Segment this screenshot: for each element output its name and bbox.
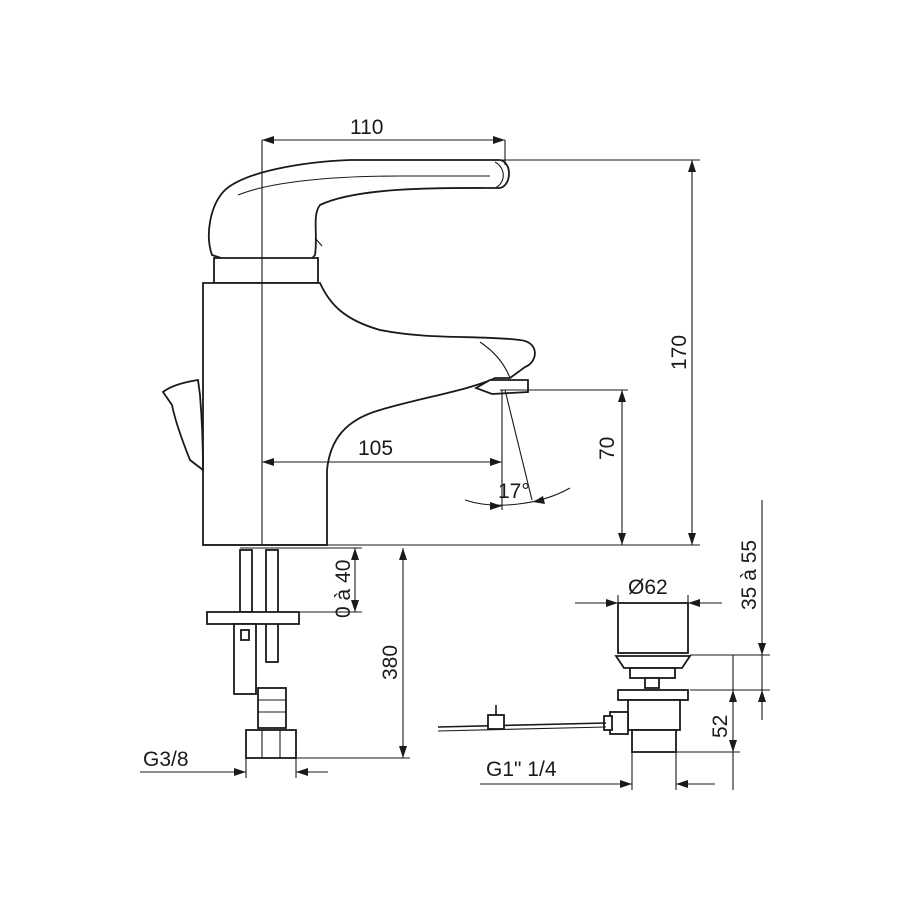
fixing-plate <box>206 611 300 625</box>
waste-body <box>627 699 681 731</box>
dimension-labels: 110 170 105 70 17° 0 à 40 380 G3/8 Ø62 3… <box>143 116 761 781</box>
popup-rod <box>437 722 607 728</box>
supply-tube <box>265 549 279 663</box>
dim-17-degree-label: 17° <box>498 480 530 503</box>
supply-fixing <box>206 549 300 759</box>
lever-handle <box>208 159 510 270</box>
popup-waste <box>437 602 692 753</box>
dim-110-label: 110 <box>350 116 383 139</box>
waste-plug-cap <box>617 602 689 654</box>
popup-lever <box>161 378 204 472</box>
dim-g38-label: G3/8 <box>143 748 189 771</box>
dim-70-label: 70 <box>596 437 619 460</box>
faucet-body <box>202 282 536 546</box>
hose-end-fitting <box>245 729 297 759</box>
dim-52-label: 52 <box>709 715 732 738</box>
threaded-rod <box>239 549 253 613</box>
dim-35-55-label: 35 à 55 <box>738 540 761 610</box>
fixing-nut <box>233 623 257 695</box>
dim-62-label: Ø62 <box>628 576 668 599</box>
waste-flange <box>614 655 692 669</box>
dim-105-label: 105 <box>358 437 393 460</box>
dim-170-label: 170 <box>668 335 691 370</box>
dim-380-label: 380 <box>379 645 402 680</box>
faucet-side-view <box>161 140 536 546</box>
dimension-lines <box>140 136 770 790</box>
dim-g1-14-label: G1" 1/4 <box>486 758 557 781</box>
hose-nut <box>257 687 287 729</box>
cartridge-collar <box>213 257 319 284</box>
dim-0-40-label: 0 à 40 <box>332 560 355 618</box>
